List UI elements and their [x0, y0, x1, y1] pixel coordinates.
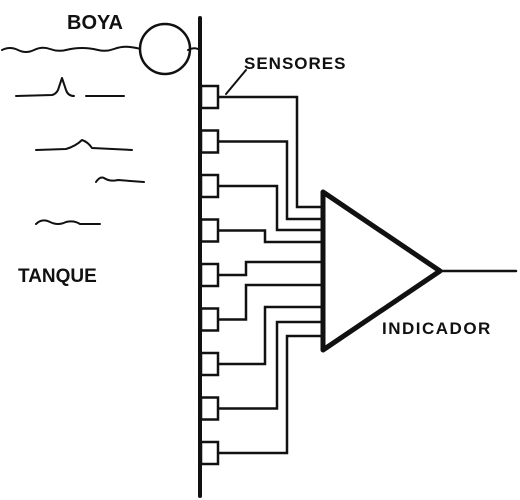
sensor-wire-6 — [218, 283, 323, 321]
sensor-2 — [199, 129, 220, 154]
water-ripple — [15, 77, 75, 97]
water-surface — [1, 45, 141, 53]
sensor-9 — [199, 440, 220, 466]
water-ripple — [35, 139, 133, 151]
sensor-6 — [199, 307, 220, 332]
indicator-amplifier — [320, 189, 443, 353]
water-ripple — [95, 176, 145, 183]
sensor-wire-5 — [218, 260, 323, 277]
sensor-array — [199, 84, 220, 466]
sensors-leader-line — [225, 69, 247, 95]
sensor-wire-3 — [218, 184, 323, 232]
sensor-wire-2 — [218, 140, 323, 221]
tank-label: TANQUE — [18, 266, 97, 287]
sensor-wire-4 — [218, 229, 323, 244]
sensor-1 — [199, 84, 220, 110]
float-buoy — [138, 22, 192, 76]
sensor-8 — [199, 396, 220, 421]
sensor-wire-9 — [218, 334, 323, 455]
sensor-wire-8 — [218, 320, 323, 410]
sensor-wire-7 — [218, 305, 323, 366]
sensors-label: SENSORES — [244, 54, 346, 73]
water-ripple — [35, 219, 101, 225]
sensor-5 — [199, 262, 220, 288]
sensor-3 — [199, 173, 220, 199]
sensor-7 — [199, 351, 220, 377]
sensor-wire-1 — [218, 95, 323, 209]
float-label: BOYA — [67, 12, 123, 34]
indicator-label: INDICADOR — [382, 319, 492, 338]
sensor-wiring — [218, 95, 323, 455]
sensor-4 — [199, 218, 220, 243]
